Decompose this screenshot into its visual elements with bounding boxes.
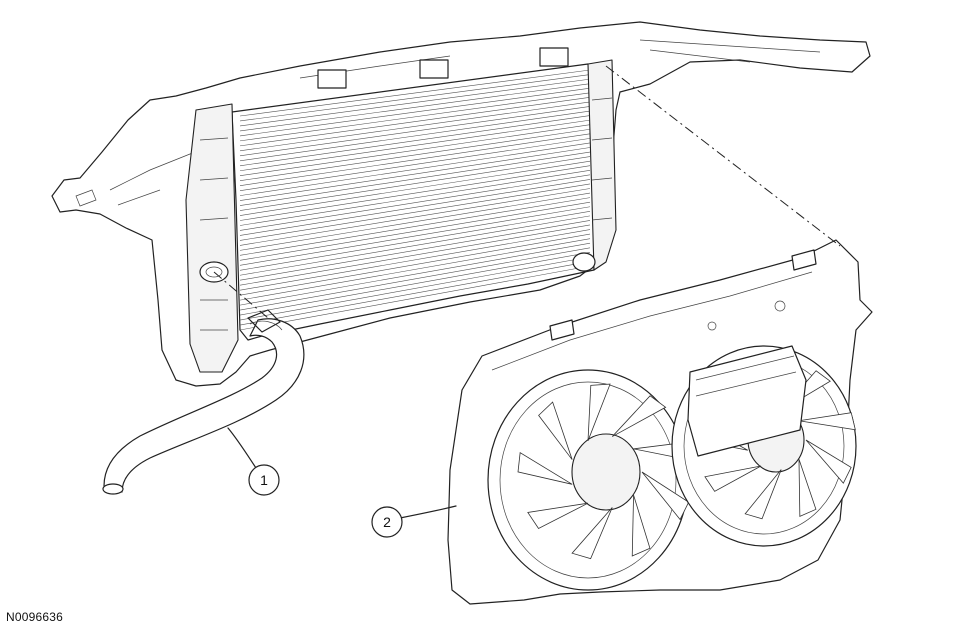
- callout-1: 1: [227, 427, 280, 496]
- hose: [102, 309, 305, 495]
- callout-2-circle: [371, 506, 403, 538]
- callout-2: 2: [371, 505, 457, 538]
- callout-1-circle: [248, 464, 280, 496]
- figure-id: N0096636: [6, 610, 63, 624]
- fan-blades-left: [517, 383, 694, 560]
- callout-1-number: 1: [260, 472, 268, 488]
- callout-2-number: 2: [383, 514, 391, 530]
- radiator: [185, 59, 617, 373]
- fan-shroud: [447, 239, 873, 605]
- alignment-lines: [213, 65, 841, 319]
- radiator-fins: [239, 69, 591, 331]
